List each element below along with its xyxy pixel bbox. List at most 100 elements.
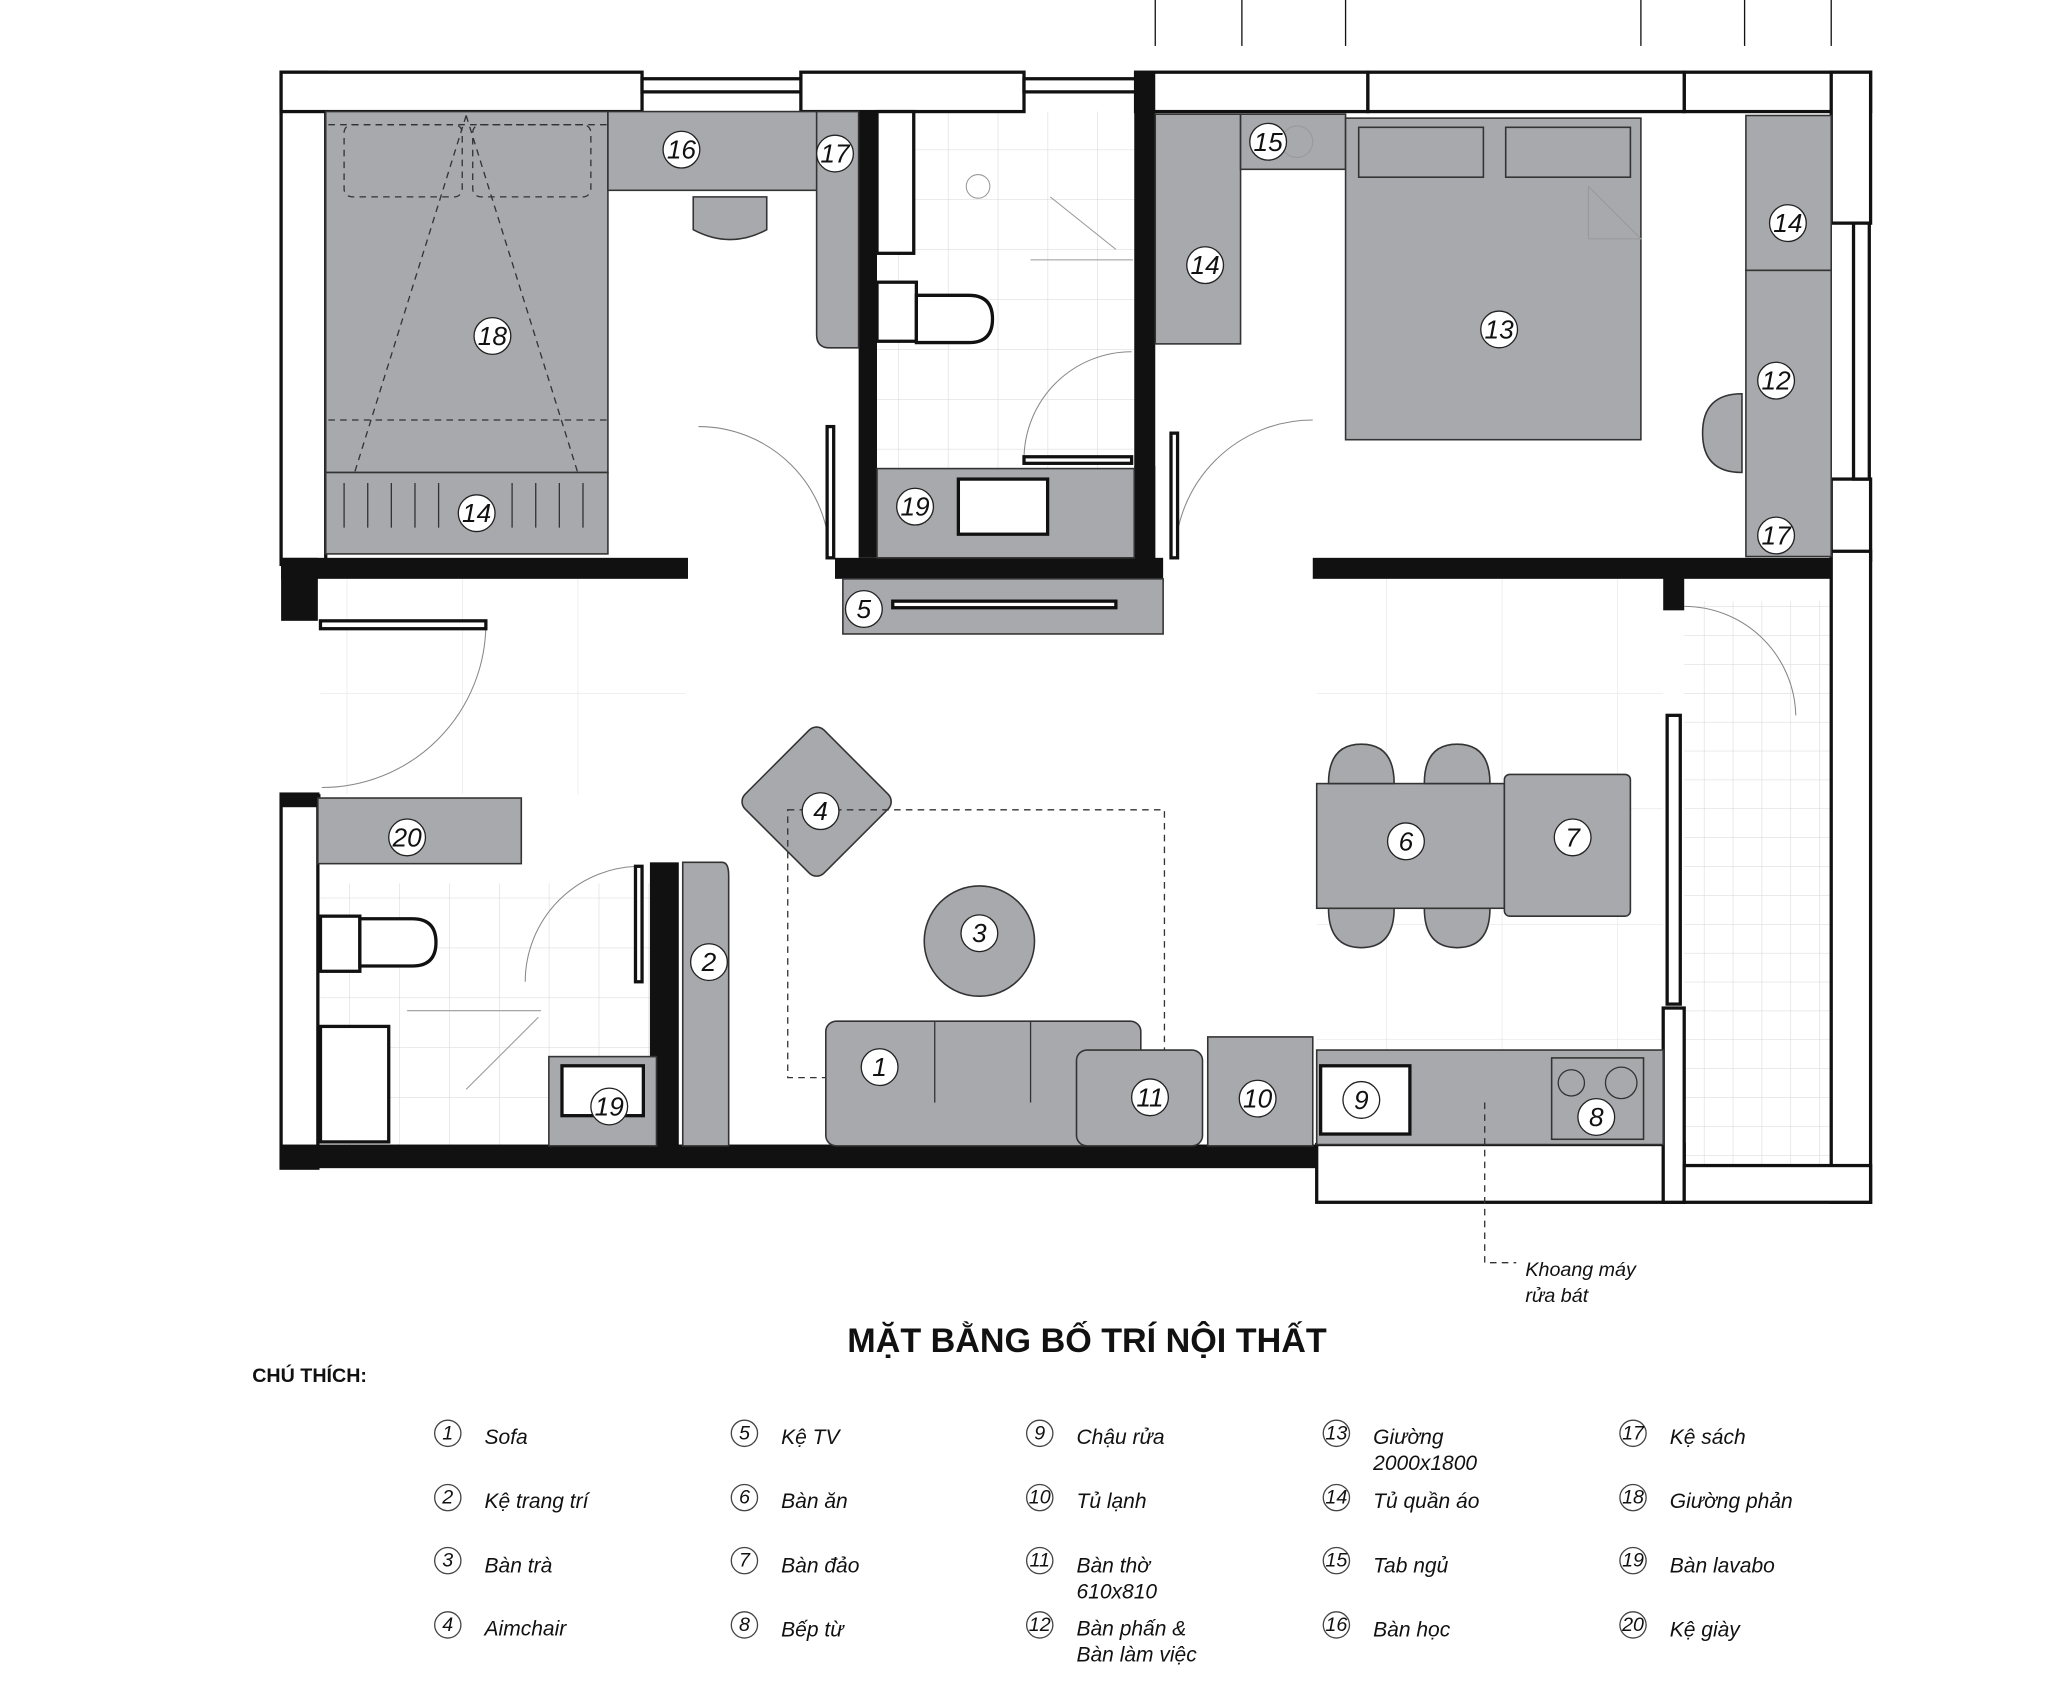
plan-markers: 1 2 3 4 5 6 7 8 9 10 11 12 13 14 14 14 1…	[388, 122, 1807, 1137]
svg-text:Aimchair: Aimchair	[483, 1617, 568, 1640]
legend-item: 17 Kệ sách	[1619, 1419, 1746, 1449]
svg-text:Bàn ăn: Bàn ăn	[781, 1490, 848, 1513]
svg-text:13: 13	[1325, 1422, 1347, 1444]
legend-item: 2 Kệ trang trí	[434, 1483, 591, 1513]
svg-text:11: 11	[1030, 1550, 1050, 1572]
marker: 12	[1757, 361, 1796, 400]
svg-text:10: 10	[1029, 1487, 1051, 1509]
svg-text:20: 20	[1621, 1614, 1644, 1636]
marker: 10	[1238, 1079, 1277, 1118]
svg-text:Chậu rửa: Chậu rửa	[1077, 1426, 1165, 1449]
legend-item: 10 Tủ lạnh	[1025, 1483, 1147, 1513]
svg-text:Bàn lavabo: Bàn lavabo	[1670, 1554, 1775, 1577]
marker: 7	[1553, 818, 1592, 857]
svg-text:4: 4	[442, 1614, 453, 1636]
marker: 3	[960, 914, 999, 953]
svg-text:Bàn trà: Bàn trà	[485, 1554, 553, 1577]
svg-text:14: 14	[1773, 208, 1802, 238]
svg-text:Bàn làm việc: Bàn làm việc	[1077, 1644, 1198, 1667]
svg-text:17: 17	[1622, 1422, 1645, 1444]
svg-text:16: 16	[667, 135, 697, 165]
svg-text:16: 16	[1325, 1614, 1347, 1636]
svg-text:17: 17	[1761, 521, 1792, 551]
deco-shelf-2	[681, 861, 730, 1147]
marker: 14	[1186, 246, 1225, 285]
svg-text:Bàn đảo: Bàn đảo	[781, 1554, 860, 1577]
svg-text:14: 14	[462, 498, 491, 528]
marker: 2	[689, 943, 729, 982]
marker: 17	[1757, 516, 1796, 555]
svg-text:12: 12	[1029, 1614, 1051, 1636]
svg-text:15: 15	[1325, 1550, 1347, 1572]
marker: 15	[1249, 122, 1288, 161]
svg-text:3: 3	[972, 918, 987, 948]
svg-text:Bàn thờ: Bàn thờ	[1077, 1554, 1153, 1577]
svg-text:7: 7	[1565, 822, 1581, 852]
desk-16	[607, 110, 819, 192]
legend-item: 4 Aimchair	[434, 1611, 568, 1640]
legend-item: 7 Bàn đảo	[730, 1546, 860, 1577]
marker: 20	[388, 818, 427, 857]
vanity-12	[1745, 269, 1833, 558]
svg-text:7: 7	[739, 1550, 751, 1572]
svg-text:9: 9	[1034, 1422, 1045, 1444]
marker: 17	[815, 134, 855, 173]
svg-text:1: 1	[872, 1052, 887, 1082]
svg-text:Tủ lạnh: Tủ lạnh	[1077, 1490, 1147, 1513]
legend-item: 20 Kệ giày	[1619, 1611, 1742, 1642]
legend: 1 Sofa 2 Kệ trang trí 3 Bàn trà 4 Aimchair 5…	[434, 1419, 1793, 1667]
svg-text:18: 18	[1622, 1487, 1644, 1509]
tile-grids	[320, 111, 1832, 1166]
svg-text:Kệ sách: Kệ sách	[1670, 1426, 1746, 1449]
svg-text:20: 20	[392, 822, 423, 852]
marker: 1	[860, 1048, 899, 1087]
svg-text:6: 6	[739, 1487, 750, 1509]
svg-text:8: 8	[739, 1614, 750, 1636]
svg-text:8: 8	[1589, 1102, 1604, 1132]
marker: 5	[844, 589, 883, 629]
svg-text:2: 2	[441, 1487, 453, 1509]
legend-item: 1 Sofa	[434, 1419, 528, 1449]
svg-text:18: 18	[478, 321, 508, 351]
bed-18	[324, 110, 609, 474]
svg-text:6: 6	[1399, 826, 1414, 856]
marker: 16	[662, 130, 701, 169]
svg-text:10: 10	[1243, 1084, 1273, 1114]
marker: 19	[590, 1087, 629, 1126]
svg-text:19: 19	[900, 492, 930, 522]
svg-text:3: 3	[442, 1550, 453, 1572]
marker: 18	[473, 316, 512, 356]
svg-text:Tab ngủ: Tab ngủ	[1373, 1554, 1448, 1577]
svg-text:Kệ trang trí: Kệ trang trí	[485, 1490, 591, 1513]
svg-text:5: 5	[857, 594, 872, 624]
svg-text:17: 17	[820, 139, 851, 169]
svg-text:11: 11	[1136, 1082, 1163, 1112]
svg-text:1: 1	[442, 1422, 453, 1444]
legend-item: 3 Bàn trà	[434, 1546, 553, 1577]
marker: 13	[1480, 310, 1519, 349]
svg-text:Giường: Giường	[1373, 1426, 1444, 1449]
annotation-line2: rửa bát	[1525, 1285, 1589, 1307]
svg-text:Bàn học: Bàn học	[1373, 1619, 1451, 1642]
marker: 9	[1342, 1080, 1381, 1119]
page-title: MẶT BẰNG BỐ TRÍ NỘI THẤT	[847, 1321, 1327, 1360]
walls	[279, 70, 1873, 1204]
svg-text:Kệ giày: Kệ giày	[1670, 1619, 1742, 1642]
legend-item: 15 Tab ngủ	[1322, 1546, 1449, 1577]
svg-text:Giường phản: Giường phản	[1670, 1490, 1793, 1513]
marker: 19	[896, 487, 935, 526]
svg-text:12: 12	[1761, 366, 1791, 396]
legend-item: 16 Bàn học	[1322, 1611, 1451, 1642]
marker: 8	[1577, 1097, 1616, 1137]
legend-item: 9 Chậu rửa	[1025, 1419, 1165, 1449]
svg-text:Sofa: Sofa	[485, 1426, 528, 1449]
svg-text:19: 19	[595, 1091, 625, 1121]
svg-text:5: 5	[739, 1422, 750, 1444]
